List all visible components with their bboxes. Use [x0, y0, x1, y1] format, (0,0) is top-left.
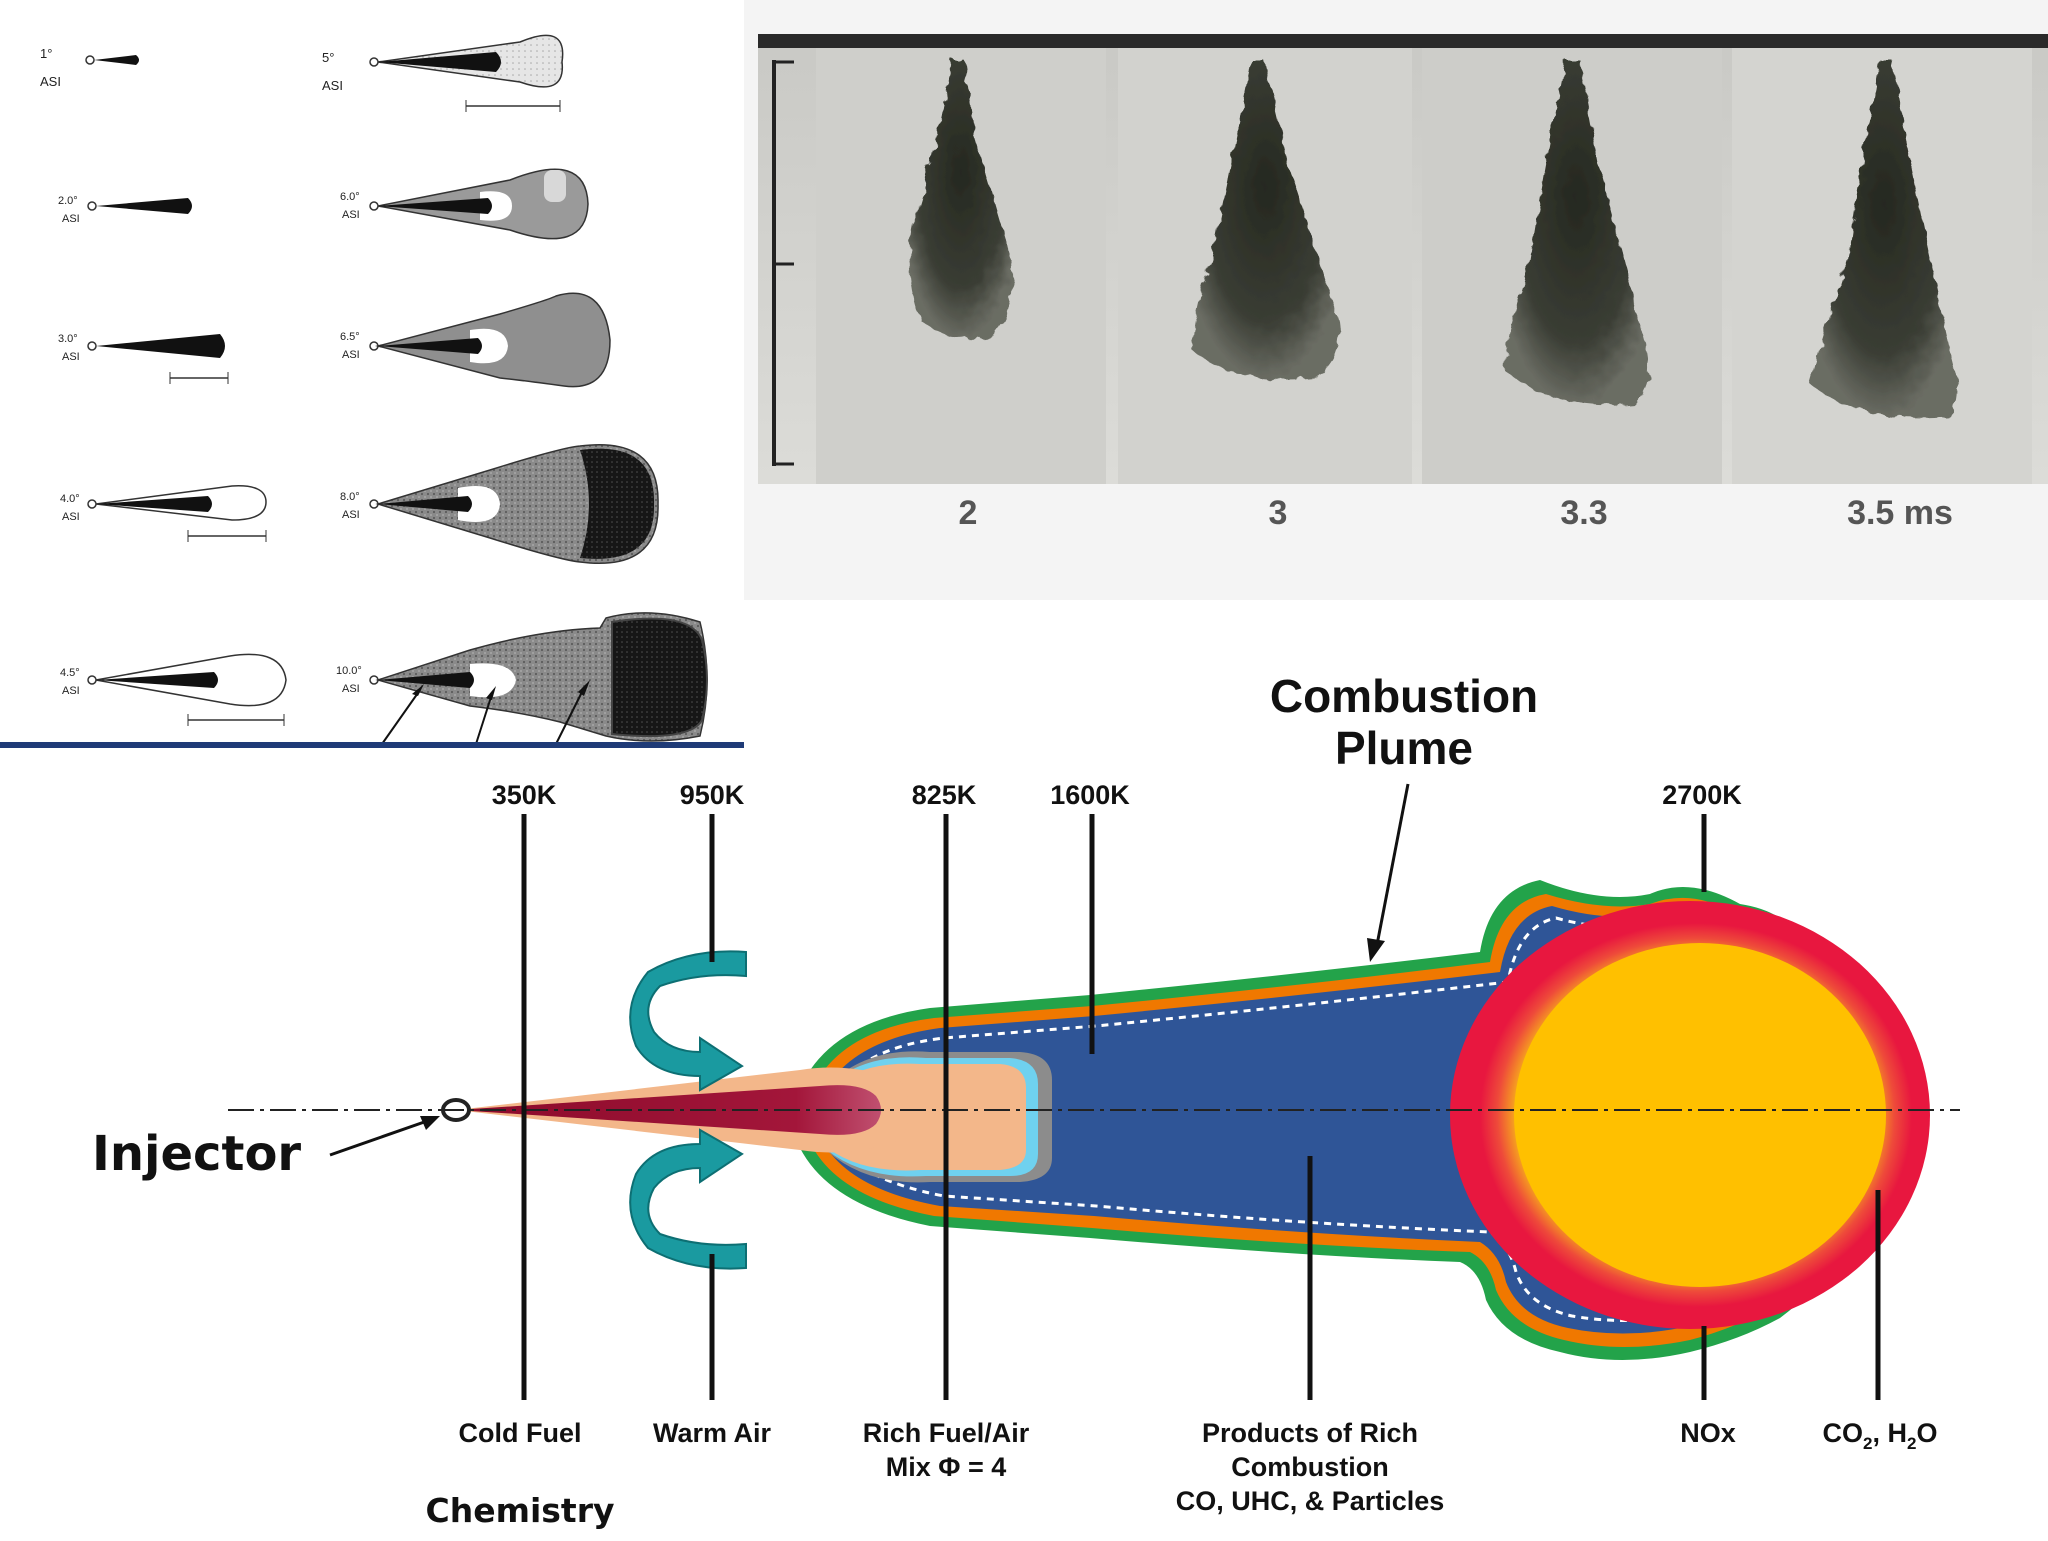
- stage-angle-5: 4.5°: [60, 667, 80, 679]
- label-products-2: Combustion: [1231, 1452, 1388, 1482]
- stage-angle-1: 1°: [40, 46, 52, 61]
- stage-unit-4: ASI: [62, 511, 80, 523]
- stage-angle-10: 10.0°: [336, 665, 362, 677]
- stage-unit-6: ASI: [322, 78, 343, 93]
- spray-stage-1: [85, 55, 139, 65]
- time-label-3-3ms: 3.3: [1560, 494, 1607, 532]
- temp-350k: 350K: [492, 780, 557, 810]
- time-label-3-5ms: 3.5 ms: [1847, 494, 1953, 532]
- label-rich-mix-1: Rich Fuel/Air: [863, 1418, 1030, 1448]
- diagram-title-line2: Plume: [1335, 722, 1473, 774]
- spray-stage-6: [369, 34, 564, 112]
- spray-stage-2: [87, 198, 192, 214]
- stage-unit-9: ASI: [342, 509, 360, 521]
- warm-air-arrow-bottom: [629, 1128, 747, 1270]
- combustion-plume-diagram: Combustion Plume 350K 950K 825K 1600K 27…: [0, 650, 2048, 1536]
- label-co2-h2o: CO2, H2O: [1823, 1418, 1938, 1453]
- footer-chemistry: Chemistry: [426, 1491, 615, 1530]
- spray-photo-panel: 2 3 3.3 3.5 ms: [744, 0, 2048, 600]
- panel-divider: [0, 742, 744, 748]
- label-warm-air: Warm Air: [653, 1418, 772, 1448]
- marker-lines: [521, 814, 1881, 1400]
- spray-stages-figure: 1° ASI 2.0° ASI 3.0° ASI 4.0° ASI 4.5° A…: [40, 34, 708, 745]
- spray-photo-2ms: [909, 60, 1013, 339]
- diagram-title-line1: Combustion: [1270, 670, 1538, 722]
- temp-2700k: 2700K: [1662, 780, 1742, 810]
- plume-schematic: Combustion Plume 350K 950K 825K 1600K 27…: [92, 670, 1960, 1530]
- stage-angle-6: 5°: [322, 50, 334, 65]
- label-rich-mix-2: Mix Φ = 4: [886, 1452, 1006, 1482]
- stage-angle-9: 8.0°: [340, 491, 360, 503]
- label-products-3: CO, UHC, & Particles: [1176, 1486, 1445, 1516]
- stage-unit-1: ASI: [40, 74, 61, 89]
- label-nox: NOx: [1680, 1418, 1736, 1448]
- stage-angle-2: 2.0°: [58, 195, 78, 207]
- stage-angle-3: 3.0°: [58, 333, 78, 345]
- title-arrow-head: [1367, 938, 1385, 962]
- spray-photo-3ms: [1192, 60, 1339, 380]
- spray-stage-5: [87, 653, 287, 726]
- stage-unit-2: ASI: [62, 213, 80, 225]
- stage-angle-7: 6.0°: [340, 191, 360, 203]
- stage-unit-10: ASI: [342, 683, 360, 695]
- spray-stage-7: [369, 168, 589, 240]
- stage-unit-5: ASI: [62, 685, 80, 697]
- label-products-1: Products of Rich: [1202, 1418, 1418, 1448]
- spray-photo-figure: 2 3 3.3 3.5 ms: [758, 34, 2048, 532]
- temp-825k: 825K: [912, 780, 977, 810]
- temp-950k: 950K: [680, 780, 745, 810]
- stage-angle-4: 4.0°: [60, 493, 80, 505]
- spray-stage-9: [369, 444, 659, 564]
- time-label-3ms: 3: [1269, 494, 1288, 532]
- spray-stages-panel: 1° ASI 2.0° ASI 3.0° ASI 4.0° ASI 4.5° A…: [0, 0, 744, 750]
- stage-unit-7: ASI: [342, 209, 360, 221]
- spray-stage-4: [87, 485, 267, 542]
- spray-stage-10: [369, 612, 708, 745]
- spray-photo-3-3ms: [1504, 60, 1650, 406]
- stage-angle-8: 6.5°: [340, 331, 360, 343]
- flame-hot-zone: [1514, 943, 1886, 1287]
- label-cold-fuel: Cold Fuel: [459, 1418, 582, 1448]
- spray-stage-3: [87, 334, 229, 384]
- stage-unit-3: ASI: [62, 351, 80, 363]
- spray-photo-3-5ms: [1810, 60, 1957, 418]
- temp-1600k: 1600K: [1050, 780, 1130, 810]
- stage-unit-8: ASI: [342, 349, 360, 361]
- injector-label: Injector: [92, 1126, 301, 1182]
- time-label-2ms: 2: [959, 494, 978, 532]
- spray-stage-8: [369, 292, 611, 388]
- warm-air-arrow-top: [629, 950, 747, 1092]
